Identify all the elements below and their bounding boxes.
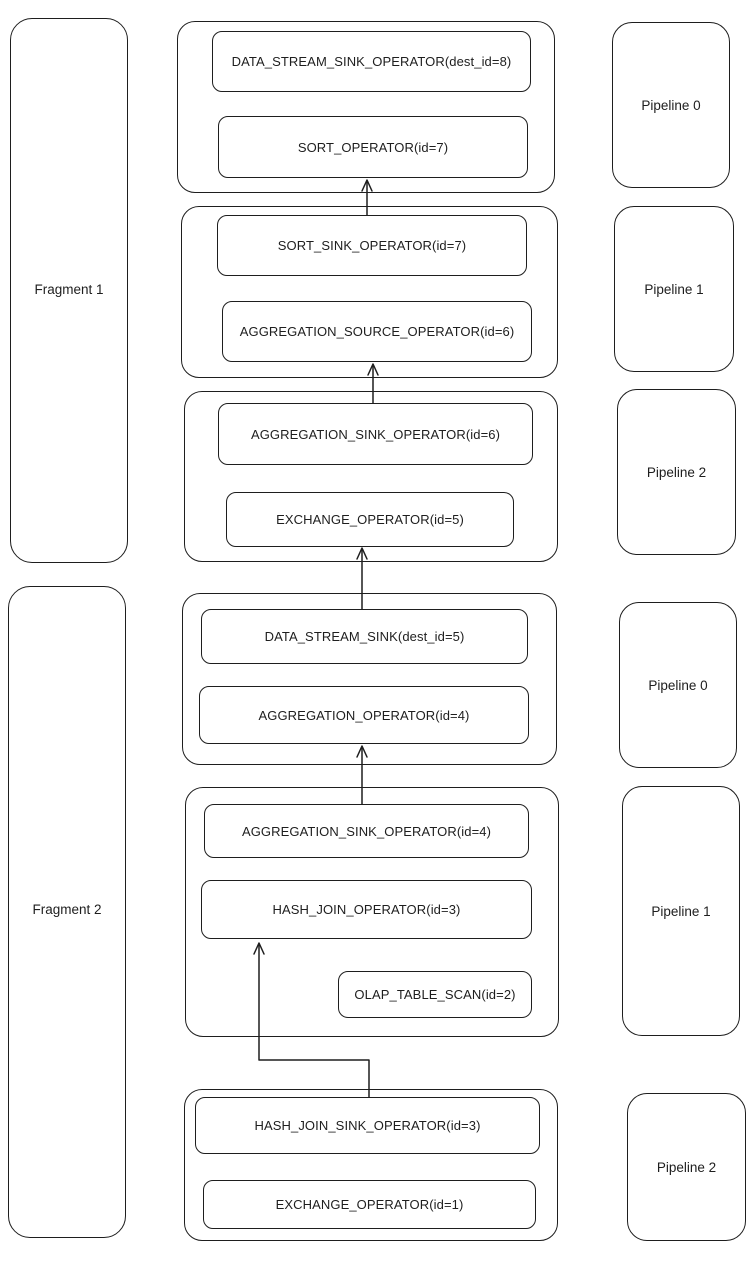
aggregation-sink-operator-4[interactable]: AGGREGATION_SINK_OPERATOR(id=4) xyxy=(204,804,529,858)
sort-sink-operator-7[interactable]: SORT_SINK_OPERATOR(id=7) xyxy=(217,215,527,276)
fragment-1-pipeline-0-group xyxy=(177,21,555,193)
fragment-2-pipeline-0-group xyxy=(182,593,557,765)
fragment-2-pipeline-1-label: Pipeline 1 xyxy=(622,786,740,1036)
sort-operator-7[interactable]: SORT_OPERATOR(id=7) xyxy=(218,116,528,178)
fragment-2-pipeline-2-group xyxy=(184,1089,558,1241)
fragment-2-box xyxy=(8,586,126,1238)
exchange-operator-5[interactable]: EXCHANGE_OPERATOR(id=5) xyxy=(226,492,514,547)
data-stream-sink-dest-5[interactable]: DATA_STREAM_SINK(dest_id=5) xyxy=(201,609,528,664)
fragment-2-pipeline-2-label: Pipeline 2 xyxy=(627,1093,746,1241)
aggregation-operator-4[interactable]: AGGREGATION_OPERATOR(id=4) xyxy=(199,686,529,744)
fragment-2-pipeline-0-label: Pipeline 0 xyxy=(619,602,737,768)
arrow-f1-p1-to-p0 xyxy=(361,179,373,216)
exchange-operator-1[interactable]: EXCHANGE_OPERATOR(id=1) xyxy=(203,1180,536,1229)
fragment-2-pipeline-1-group xyxy=(185,787,559,1037)
fragment-1-box xyxy=(10,18,128,563)
fragment-1-pipeline-2-label: Pipeline 2 xyxy=(617,389,736,555)
fragment-1-pipeline-0-label: Pipeline 0 xyxy=(612,22,730,188)
fragment-1-pipeline-2-group xyxy=(184,391,558,562)
arrow-hash-join-build-to-probe xyxy=(253,942,370,1098)
aggregation-source-operator-6[interactable]: AGGREGATION_SOURCE_OPERATOR(id=6) xyxy=(222,301,532,362)
hash-join-sink-operator-3[interactable]: HASH_JOIN_SINK_OPERATOR(id=3) xyxy=(195,1097,540,1154)
hash-join-operator-3[interactable]: HASH_JOIN_OPERATOR(id=3) xyxy=(201,880,532,939)
fragment-1-pipeline-1-group xyxy=(181,206,558,378)
arrow-f1-p2-to-p1 xyxy=(367,363,379,404)
aggregation-sink-operator-6[interactable]: AGGREGATION_SINK_OPERATOR(id=6) xyxy=(218,403,533,465)
arrow-f2-to-f1-exchange xyxy=(356,547,368,610)
fragment-1-label: Fragment 1 xyxy=(34,282,104,297)
fragment-2-label: Fragment 2 xyxy=(32,902,102,917)
data-stream-sink-operator-dest-8[interactable]: DATA_STREAM_SINK_OPERATOR(dest_id=8) xyxy=(212,31,531,92)
fragment-1-pipeline-1-label: Pipeline 1 xyxy=(614,206,734,372)
arrow-f2-p1-to-p0 xyxy=(356,745,368,805)
olap-table-scan-2[interactable]: OLAP_TABLE_SCAN(id=2) xyxy=(338,971,532,1018)
